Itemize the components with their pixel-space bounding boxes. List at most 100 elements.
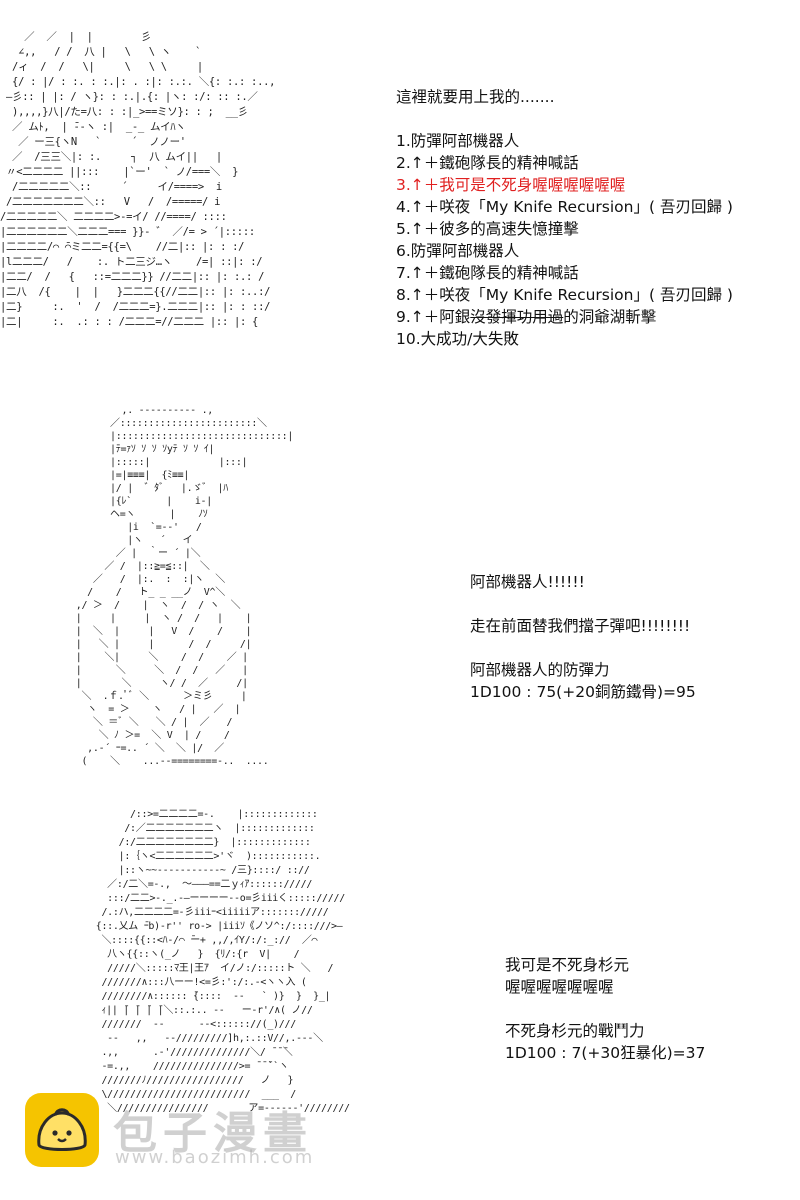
ascii-art-line: |/ | ゛ﾀﾞ |.ゞ゛ |ﾊ: [70, 483, 228, 494]
ascii-art-line: |:::::| |:::|: [70, 457, 248, 468]
ascii-art-line: ( ＼ ...--========-.. ....: [70, 756, 269, 767]
watermark-brand: 包子漫畫: [113, 1108, 313, 1159]
ascii-art-line: ,. ---------- .,: [70, 405, 214, 416]
option-9-suffix: 的洞爺湖斬擊: [563, 308, 657, 326]
ascii-art-line: ／ ムﾄ, | ̄--ヽ :| _-_ ムイﾊヽ: [0, 121, 186, 133]
ascii-art-line: :::/二二>-._.-―ーーーー--o=彡iiiく::::://///: [90, 893, 345, 904]
panel-2: ,. ---------- ., ／::::::::::::::::::::::…: [0, 400, 800, 790]
panel-3: /::>=二二二二=-. |::::::::::::: /:／二二二二二二二ヽ …: [0, 790, 800, 1200]
watermark: 包子漫畫 www.baozimh.com: [25, 1093, 325, 1173]
ascii-art-line: |ﾃ=ｧｿ ｿ ｿ ｿyﾃ ｿ ｿ ｲ|: [70, 444, 215, 455]
ascii-art-line: ／ /三三＼|: :. ┐ 八 ムイ|| |: [0, 151, 222, 163]
ascii-art-line: ／::::::::::::::::::::::::＼: [70, 418, 267, 429]
ascii-art-line: | ＼ | | / / /|: [70, 639, 252, 650]
ascii-art-line: ｨ|| ̄| ̄| ̄| ̄|＼::.:.. -- ー-r'/∧( ノ//: [90, 1005, 313, 1016]
ascii-art-line: 〃<二二二二 ||::: |`ー' ` ノ/===＼ }: [0, 166, 239, 178]
ascii-art-line: ),,,,}八|/た=八: : :|_>==ミソ}: : ; __彡: [0, 106, 248, 118]
ascii-art-line: | | | ヽ / / | |: [70, 613, 252, 624]
ascii-art-line: ∠,, / / 八 | \ \ ヽ `: [0, 46, 202, 58]
ascii-art-line: ／ | ｀ー ´ |＼: [70, 548, 201, 559]
ascii-art-line: ／:/二＼=-., ～―――==二ｙｨｱ:::::://///: [90, 879, 313, 890]
option-9-prefix: 9.↑＋阿銀: [396, 308, 471, 326]
ascii-art-line: /二二二二二＼:: ´ イ/====> i: [0, 181, 222, 193]
caption-line: 走在前面替我們擋子彈吧!!!!!!!!: [470, 617, 691, 635]
ascii-art-line: ヽ = ＞ ヽ / | ／ |: [70, 704, 241, 715]
ascii-art-line: |i `=-‐' /: [70, 522, 202, 533]
ascii-art-line: /二二二二二二二＼:: V / /=====/ i: [0, 196, 221, 208]
option-3: 3.↑＋我可是不死身喔喔喔喔喔喔: [396, 176, 626, 194]
ascii-art-line: ／ / |::≧=≦::| ＼: [70, 561, 210, 572]
ascii-art-line: /::>=二二二二=-. |:::::::::::::: [90, 809, 318, 820]
ascii-art-line: / / ト_ _ __ノ V^＼: [70, 587, 225, 598]
panel-1: ／ ／ | | 彡 ∠,, / / 八 | \ \ ヽ ` /ィ / / \| …: [0, 0, 800, 400]
ascii-art-line: ―彡:: | |: / ヽ}: : :.|.{: |ヽ: :/: :: :.／: [0, 91, 258, 103]
ascii-art-line: ,.-´ ｰ=.. ´ ＼ ＼ |/ ／: [70, 743, 224, 754]
ascii-art-line: |二二二二/⌒ ̄⌒ミ二二={{=\ //二|:: |: : :/: [0, 241, 245, 253]
ascii-art-line: {::.乂ム ̄ｰb)-r'' ro-> |iiiｿ《ノソ^:/::::///>…: [90, 921, 343, 932]
option-6: 6.防彈阿部機器人: [396, 242, 520, 260]
ascii-art-line: ＼//////////////// ̄ア=------'////////: [90, 1103, 350, 1114]
ascii-art-line: ///////ﾉ///////////////// ノ }: [90, 1075, 294, 1086]
ascii-art-line: /:/二二二二二二二二} |:::::::::::::: [90, 837, 311, 848]
ascii-art-line: |{ﾚ` | i-|: [70, 496, 212, 507]
ascii-art-line: | ＼ | | V / / |: [70, 626, 252, 637]
ascii-art-line: ／ ／ | | 彡: [0, 31, 152, 43]
caption-line: 阿部機器人!!!!!!: [470, 573, 585, 591]
option-9-struck-text: 沒發揮功用過: [470, 308, 564, 326]
caption-line: 1D100 : 75(+20銅筋鐵骨)=95: [470, 683, 696, 701]
ascii-art-line: ／ / |:. : :|ヽ ＼: [70, 574, 225, 585]
option-2: 2.↑＋鐵砲隊長的精神喊話: [396, 154, 579, 172]
ascii-art-line: /.:ハ,二二二二=-彡iiiｰ<iiiiiア::::::://///: [90, 907, 329, 918]
option-5: 5.↑＋彼多的高速失憶撞擊: [396, 220, 579, 238]
ascii-art-line: |l二二二/ / :. ト二三ジ…ヽ /=| ::|: :/: [0, 256, 263, 268]
option-1: 1.防彈阿部機器人: [396, 132, 520, 150]
option-4: 4.↑＋咲夜「My Knife Recursion」( 吾刃回歸 ): [396, 198, 733, 216]
ascii-art-line: |二| :. .: : : /二二二=//二二二 |:: |: {: [0, 316, 259, 328]
option-10: 10.大成功/大失敗: [396, 330, 519, 348]
ascii-art-line: \///////////////////////// ___ /: [90, 1089, 296, 1100]
ascii-art-line: ///////∧:::八ーー!<=彡:':/:.-<ヽヽ入 (: [90, 977, 307, 988]
ascii-art-line: ,/ ＞ / | ヽ / / ヽ ＼: [70, 600, 241, 611]
ascii-art-panel-2: ,. ---------- ., ／::::::::::::::::::::::…: [70, 404, 370, 789]
option-8: 8.↑＋咲夜「My Knife Recursion」( 吾刃回歸 ): [396, 286, 733, 304]
ascii-art-line: ＼ .ｆ.ﾟﾞ ＼ ＞ミ彡 |: [70, 691, 247, 702]
ascii-art-line: ヘ=ヽ | ﾉｿ: [70, 509, 208, 520]
ascii-art-line: ＼::::{{::<ﾊ-/⌒ ̄ー+ ,,/,ｲY/:/:_:// ／⌒: [90, 935, 318, 946]
baozi-logo-icon: [25, 1093, 99, 1167]
panel-2-caption: 阿部機器人!!!!!! 走在前面替我們擋子彈吧!!!!!!!! 阿部機器人的防彈力 1…: [470, 571, 696, 703]
caption-line: 不死身杉元的戰鬥力: [505, 1022, 645, 1040]
ascii-art-line: -‐ ,, --/////////]h,:.::V//,.---＼: [90, 1033, 323, 1044]
ascii-art-line: |ヽ ´ イ: [70, 535, 193, 546]
ascii-art-panel-3: /::>=二二二二=-. |::::::::::::: /:／二二二二二二二ヽ …: [90, 808, 420, 1198]
ascii-art-panel-1: ／ ／ | | 彡 ∠,, / / 八 | \ \ ヽ ` /ィ / / \| …: [0, 30, 385, 400]
ascii-art-line: /ィ / / \| \ \ \ |: [0, 61, 203, 73]
ascii-art-line: | ＼ ヽ/ / ／ /|: [70, 678, 248, 689]
ascii-art-line: /:／二二二二二二二ヽ |:::::::::::::: [90, 823, 315, 834]
ascii-art-line: |二八 /{ | | }二二二{{//二二|:: |: :..:/: [0, 286, 271, 298]
ascii-art-line: ＼ ﾉ ＞= ＼ V | / /: [70, 730, 230, 741]
caption-line: 阿部機器人的防彈力: [470, 661, 610, 679]
ascii-art-line: /////// -‐ --<:::::://(_)///: [90, 1019, 296, 1030]
ascii-art-line: -=.,, ///////////////>= ̄ ̄ ̄``ヽ: [90, 1061, 289, 1072]
ascii-art-line: ＼ ＝ﾞ ＼ ＼ / | ／ /: [70, 717, 233, 728]
option-9: 9.↑＋阿銀沒發揮功用過的洞爺湖斬擊: [396, 306, 733, 328]
ascii-art-line: |二} :. ' / /二二二=}.二二二|:: |: : ::/: [0, 301, 271, 313]
ascii-art-line: ////////∧:::::: ̄{:::: -‐ ` )} } }_|: [90, 991, 331, 1002]
watermark-url: www.baozimh.com: [115, 1147, 315, 1168]
ascii-art-line: |::::::::::::::::::::::::::::::|: [70, 431, 294, 442]
ascii-art-line: /二二二二二＼ 二二二二>-=イ/ //====/ ::::: [0, 211, 227, 223]
ascii-art-line: |=|≡≡≡| {ﾐ≡≡|: [70, 470, 190, 481]
option-list: 1.防彈阿部機器人 2.↑＋鐵砲隊長的精神喊話 3.↑＋我可是不死身喔喔喔喔喔喔 4.…: [396, 130, 733, 306]
ascii-art-line: |二二/ / { ::=二二二}} //二二|:: |: :.: /: [0, 271, 265, 283]
ascii-art-line: .,, .-'//////////////＼/ ̄ ̄ ̄＼: [90, 1047, 293, 1058]
caption-line: 喔喔喔喔喔喔喔: [505, 978, 614, 996]
ascii-art-line: |::ヽ~~-----------~ /三}::::/ :://: [90, 865, 310, 876]
option-7: 7.↑＋鐵砲隊長的精神喊話: [396, 264, 579, 282]
ascii-art-line: |二二二二二二＼二二二=== }}- ゛ ／/= > ´|:::::: [0, 226, 255, 238]
ascii-art-line: {/ : |/ : :. : :.|: . :|: :.:. ＼{: :.: :…: [0, 76, 276, 88]
ascii-art-line: |:｛ヽ<二二二二二二>'ヾ ):::::::::::.: [90, 851, 321, 862]
ascii-art-line: ／ ー三{ヽN ` ´ ノノー': [0, 136, 186, 148]
caption-line: 我可是不死身杉元: [505, 956, 630, 974]
intro-text: 這裡就要用上我的.......: [396, 88, 555, 106]
